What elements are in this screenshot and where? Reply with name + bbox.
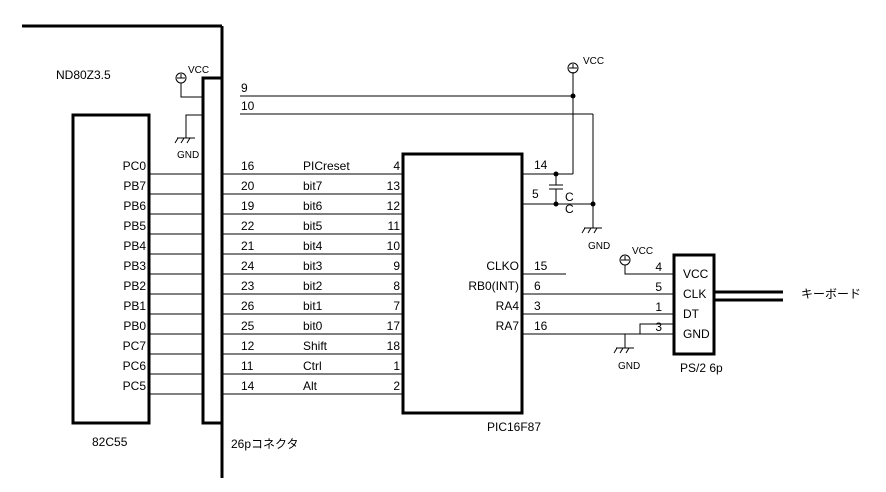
ps2-connector-name: PS/2 6p <box>680 361 723 375</box>
ps2-pin-number-5: 5 <box>655 280 662 294</box>
pin-label-82c55-pb5: PB5 <box>123 219 146 233</box>
connector-pin-25: 25 <box>241 319 255 333</box>
pic-pin-number-10: 10 <box>387 239 401 253</box>
connector-pin-11: 11 <box>241 359 254 373</box>
ps2-pin-number-4: 4 <box>655 260 662 274</box>
pic-pin-number-15: 15 <box>534 259 548 273</box>
pic-pin-name-ra4: RA4 <box>496 299 520 313</box>
pic-pin-name-rb0int: RB0(INT) <box>468 279 519 293</box>
pic-pin-number-16: 16 <box>534 319 548 333</box>
signal-label-bit0: bit0 <box>303 319 323 333</box>
ps2-connector-body <box>672 253 716 356</box>
board-label: ND80Z3.5 <box>56 68 111 82</box>
signal-label-bit2: bit2 <box>303 279 323 293</box>
connector-pin-24: 24 <box>241 259 255 273</box>
pic-pin-number-4: 4 <box>393 159 400 173</box>
ps2-pin-name-dt: DT <box>683 307 700 321</box>
ps2-power <box>613 254 674 354</box>
vcc-label-connector: VCC <box>188 65 209 76</box>
connector-body <box>201 76 224 425</box>
signal-rows: 16PICreset4MCLR20bit713RB719bit612RB622b… <box>222 159 446 395</box>
pic-pin-number-6: 6 <box>534 279 541 293</box>
pin-label-82c55-pb1: PB1 <box>123 299 146 313</box>
pic-pin14-number: 14 <box>534 158 548 172</box>
signal-label-bit6: bit6 <box>303 199 323 213</box>
pic-pin-number-12: 12 <box>387 199 401 213</box>
ps2-pin-number-3: 3 <box>655 320 662 334</box>
signal-label-bit4: bit4 <box>303 239 323 253</box>
pin-label-82c55-pc6: PC6 <box>123 359 147 373</box>
connector-pin-19: 19 <box>241 199 255 213</box>
keyboard-cable <box>714 290 783 302</box>
signal-label-bit3: bit3 <box>303 259 323 273</box>
pic-pin-number-7: 7 <box>393 299 400 313</box>
signal-label-alt: Alt <box>303 379 318 393</box>
connector-pin-9: 9 <box>241 81 248 95</box>
connector-name: 26pコネクタ <box>231 437 299 451</box>
pic-pin-number-2: 2 <box>393 379 400 393</box>
pin-label-82c55-pb7: PB7 <box>123 179 146 193</box>
pic-body <box>401 152 524 415</box>
connector-pin-22: 22 <box>241 219 255 233</box>
ps2-pin-number-1: 1 <box>655 300 662 314</box>
pin-label-82c55-pb2: PB2 <box>123 279 146 293</box>
pic-power-network <box>240 62 602 234</box>
pic-pin-name-clko: CLKO <box>486 259 519 273</box>
signal-label-bit5: bit5 <box>303 219 323 233</box>
connector-pin-12: 12 <box>241 339 255 353</box>
pic-pin5-number: 5 <box>532 187 539 201</box>
board-frame <box>22 24 224 478</box>
connector-pin-20: 20 <box>241 179 255 193</box>
capacitor-label-1: C <box>565 190 574 204</box>
signal-label-picreset: PICreset <box>303 159 350 173</box>
pin-label-82c55-pb4: PB4 <box>123 239 146 253</box>
connector-pin-16: 16 <box>241 159 255 173</box>
pic-pin-name-ra7: RA7 <box>496 319 520 333</box>
ps2-pin-name-clk: CLK <box>683 287 706 301</box>
connector-pin-21: 21 <box>241 239 255 253</box>
pic-pin-number-1: 1 <box>393 359 400 373</box>
pic-pin-number-17: 17 <box>387 319 401 333</box>
vcc-label-pic: VCC <box>583 56 604 67</box>
connector-pin-10: 10 <box>241 99 255 113</box>
pic-pin-number-8: 8 <box>393 279 400 293</box>
pin-label-82c55-pc0: PC0 <box>123 159 147 173</box>
signal-label-bit7: bit7 <box>303 179 323 193</box>
pic-pin-number-11: 11 <box>388 219 401 233</box>
gnd-label-pic: GND <box>588 241 610 252</box>
pin-label-82c55-pc5: PC5 <box>123 379 147 393</box>
pin-label-82c55-pb0: PB0 <box>123 319 146 333</box>
signal-label-ctrl: Ctrl <box>303 359 322 373</box>
gnd-symbol-connector <box>174 114 203 144</box>
pic-pin-number-3: 3 <box>534 299 541 313</box>
chip-82c55-body <box>71 113 151 425</box>
capacitor-label-2: C <box>565 202 574 216</box>
connector-pin-14: 14 <box>241 379 255 393</box>
pin-label-82c55-pb6: PB6 <box>123 199 146 213</box>
vcc-symbol-connector <box>175 72 203 98</box>
connector-top-pins: 910 <box>241 81 255 113</box>
signal-label-bit1: bit1 <box>303 299 323 313</box>
pic-pin-number-13: 13 <box>387 179 401 193</box>
ps2-pin-name-vcc: VCC <box>683 267 709 281</box>
ps2-pin-name-gnd: GND <box>683 327 710 341</box>
wire-pic-ra7 <box>522 323 674 335</box>
chip-82c55-name: 82C55 <box>92 435 128 449</box>
signal-label-shift: Shift <box>303 339 328 353</box>
pin-label-82c55-pc7: PC7 <box>123 339 147 353</box>
gnd-label-ps2: GND <box>618 361 640 372</box>
pin-label-82c55-pb3: PB3 <box>123 259 146 273</box>
pic-pin-number-9: 9 <box>393 259 400 273</box>
pic-name: PIC16F87 <box>487 420 541 434</box>
vcc-label-ps2: VCC <box>632 246 653 257</box>
keyboard-label: キーボード <box>801 287 861 301</box>
connector-pin-23: 23 <box>241 279 255 293</box>
pic-pin-number-18: 18 <box>387 339 401 353</box>
gnd-label-connector: GND <box>177 150 199 161</box>
connector-pin-26: 26 <box>241 299 255 313</box>
